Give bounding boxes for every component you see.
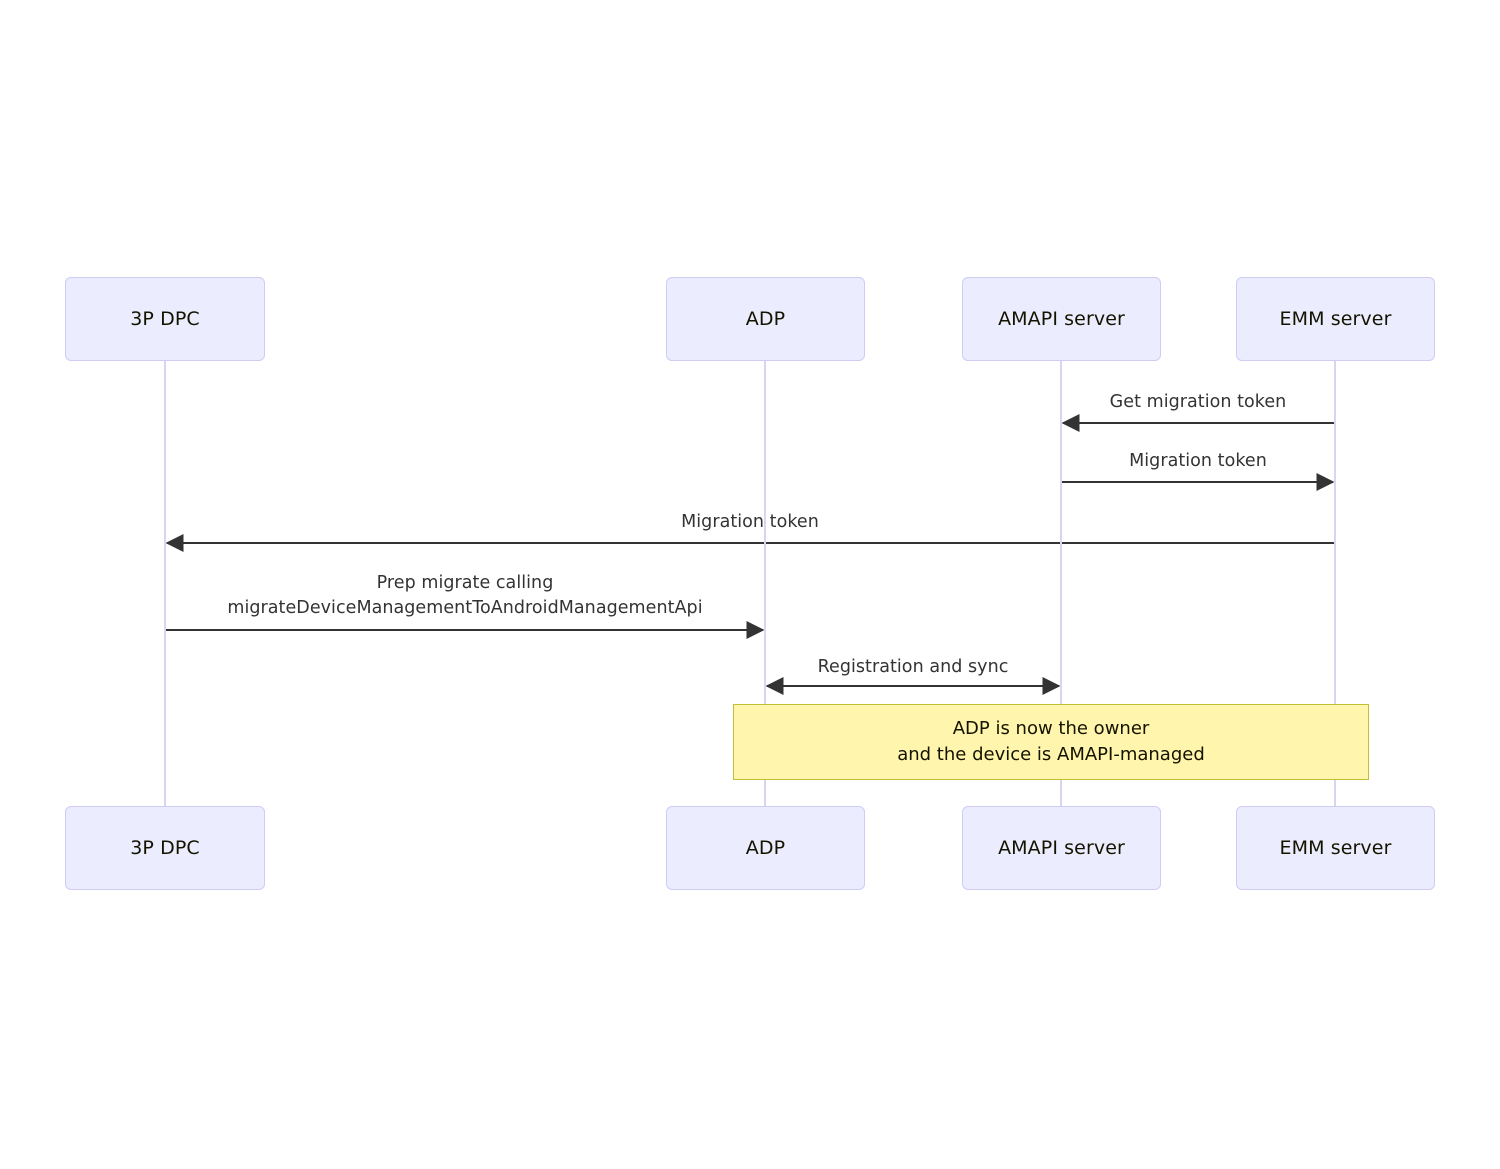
lifeline-amapi — [1060, 361, 1062, 806]
message-label-prep-migrate: Prep migrate calling migrateDeviceManagem… — [165, 571, 765, 621]
message-label-line: Prep migrate calling — [376, 573, 554, 593]
message-label-migration-token-to-emm: Migration token — [1061, 449, 1335, 474]
actor-adp-top[interactable]: ADP — [666, 277, 865, 361]
actor-label: 3P DPC — [130, 307, 200, 330]
note-adp-owner-note: ADP is now the owner and the device is AM… — [733, 704, 1369, 780]
actor-label: ADP — [745, 836, 786, 859]
message-label-line: Registration and sync — [817, 657, 1009, 677]
actor-label: EMM server — [1279, 836, 1392, 859]
actor-label: 3P DPC — [130, 836, 200, 859]
lifeline-dpc — [164, 361, 166, 806]
message-label-registration-and-sync: Registration and sync — [765, 655, 1061, 680]
message-label-line: Get migration token — [1109, 392, 1287, 412]
message-label-line: migrateDeviceManagementToAndroidManageme… — [227, 598, 703, 618]
lifeline-emm — [1334, 361, 1336, 806]
message-label-migration-token-to-dpc: Migration token — [165, 510, 1335, 535]
note-text-line: ADP is now the owner — [952, 718, 1150, 739]
actor-adp-bottom[interactable]: ADP — [666, 806, 865, 890]
actor-dpc-top[interactable]: 3P DPC — [65, 277, 265, 361]
message-label-get-migration-token: Get migration token — [1061, 390, 1335, 415]
actor-dpc-bottom[interactable]: 3P DPC — [65, 806, 265, 890]
actor-emm-bottom[interactable]: EMM server — [1236, 806, 1435, 890]
note-text-line: and the device is AMAPI-managed — [897, 744, 1205, 765]
actor-emm-top[interactable]: EMM server — [1236, 277, 1435, 361]
lifeline-adp — [764, 361, 766, 806]
actor-label: AMAPI server — [998, 307, 1125, 330]
actor-label: EMM server — [1279, 307, 1392, 330]
actor-amapi-bottom[interactable]: AMAPI server — [962, 806, 1161, 890]
actor-label: ADP — [745, 307, 786, 330]
message-label-line: Migration token — [1129, 451, 1267, 471]
actor-label: AMAPI server — [998, 836, 1125, 859]
actor-amapi-top[interactable]: AMAPI server — [962, 277, 1161, 361]
message-label-line: Migration token — [681, 512, 819, 532]
